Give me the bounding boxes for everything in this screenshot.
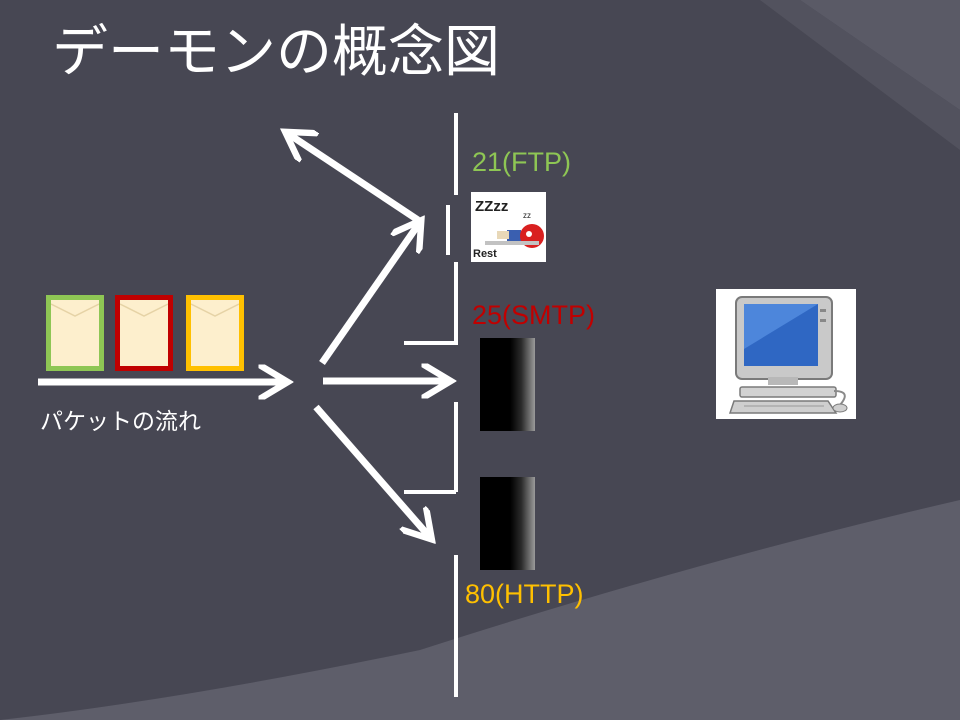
arrow-to-http bbox=[313, 404, 428, 535]
port-label-smtp: 25(SMTP) bbox=[472, 300, 596, 330]
sleep-rest-text: Rest bbox=[473, 248, 497, 260]
envelope-icon bbox=[51, 303, 99, 317]
envelope-icon bbox=[120, 303, 168, 317]
daemon-silhouette-icon bbox=[480, 477, 535, 570]
sleep-zz-text: ZZzz bbox=[475, 198, 508, 215]
slide-title: デーモンの概念図 bbox=[52, 20, 500, 85]
port-label-http: 80(HTTP) bbox=[465, 579, 584, 609]
arrow-to-ftp bbox=[319, 225, 418, 365]
arrow-ftp-rejected bbox=[290, 135, 420, 223]
sleep-picture: ZZzz zz Rest bbox=[473, 198, 544, 260]
sleep-zz-small-text: zz bbox=[523, 211, 531, 220]
packet-smtp bbox=[115, 295, 173, 371]
sleeping-daemon-icon: ZZzz zz Rest bbox=[471, 192, 546, 262]
port-wall bbox=[404, 113, 458, 697]
envelope-icon bbox=[191, 303, 239, 317]
port-label-ftp: 21(FTP) bbox=[472, 147, 572, 177]
packet-ftp bbox=[46, 295, 104, 371]
desktop-computer-icon bbox=[716, 289, 856, 419]
computer-picture bbox=[728, 296, 848, 414]
packet-flow-label: パケットの流れ bbox=[40, 409, 201, 435]
daemon-silhouette-icon bbox=[480, 338, 535, 431]
packet-http bbox=[186, 295, 244, 371]
